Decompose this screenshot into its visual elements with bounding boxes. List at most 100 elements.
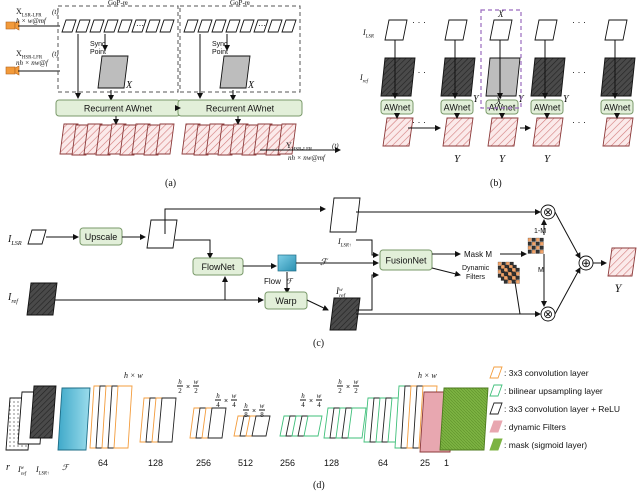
- c-warped-to-fusion: [356, 272, 379, 311]
- c-lsr-to-fusion: [356, 239, 379, 258]
- dynamic-filter-cell: [503, 275, 508, 280]
- b-ellipsis: · · ·: [412, 17, 426, 27]
- d-frac-4-x: ×: [224, 398, 228, 405]
- lsr-frame: [159, 19, 175, 33]
- lsr-frame: [61, 19, 77, 33]
- b-output-frame: [442, 117, 474, 147]
- dynamic-filter-cell: [515, 279, 520, 284]
- d-frac-4b-w-num: w: [317, 392, 322, 400]
- d-frac-8-x: ×: [252, 408, 256, 415]
- d-frac-8-w-den: 8: [260, 411, 264, 419]
- b-lsr-frame: [444, 19, 468, 41]
- d-ilsr-label: ILSR↑: [35, 465, 49, 476]
- d-r-label: r: [6, 462, 10, 473]
- legend-swatch: [489, 402, 503, 415]
- d-frac-4-h-den: 4: [216, 401, 220, 409]
- camera-lens-icon: [14, 65, 20, 76]
- b-lsr-frame: [604, 19, 628, 41]
- d-frac-8-w-num: w: [260, 402, 265, 410]
- d-frac-4b-h-den: 4: [301, 401, 305, 409]
- b-ellipsis: · · ·: [572, 17, 586, 27]
- hsr-key-frame: [219, 55, 251, 89]
- b-lsr-frame: [489, 19, 513, 41]
- b-ref-frame: [600, 57, 636, 97]
- d-channel-label: 128: [324, 458, 339, 468]
- lsr-input-t: (t): [52, 8, 59, 16]
- mask-cell: [535, 245, 540, 250]
- sync-label: Sync: [90, 41, 106, 48]
- d-channel-label: 256: [196, 458, 211, 468]
- b-awnet-box-label: AWnet: [384, 103, 411, 113]
- output-label: YHSR-LFR: [286, 141, 313, 152]
- output-frame: [155, 123, 175, 155]
- b-ref-frame: [440, 57, 476, 97]
- d-layer-frame: [251, 415, 271, 437]
- flow-icon: [277, 254, 297, 272]
- b-ilsr-label: ILSR: [362, 28, 374, 39]
- b-output-frame: [602, 117, 634, 147]
- d-layer-frame: [113, 385, 133, 449]
- b-ellipsis: · · ·: [412, 117, 426, 127]
- d-channel-label: 64: [98, 458, 108, 468]
- d-input-flow: [57, 387, 91, 451]
- sync-label: Sync: [212, 41, 228, 48]
- m-label: M: [538, 267, 544, 274]
- mask-cell: [539, 237, 544, 242]
- panel-a-caption: (a): [165, 178, 176, 189]
- legend-item: : 3x3 convolution layer: [504, 368, 589, 378]
- b-y-side-label: Y: [473, 94, 480, 105]
- b-awnet-box-label: AWnet: [444, 103, 471, 113]
- mask-cell: [535, 241, 540, 246]
- c-ref-frame: [26, 282, 58, 316]
- gop-label: GoP-m: [108, 0, 128, 7]
- c-top-line: [164, 206, 326, 234]
- output-t: (t): [332, 142, 339, 150]
- lsr-frame: [183, 19, 199, 33]
- dynamic-label: Dynamic: [462, 265, 490, 272]
- fusionnet-box-label: FusionNet: [385, 256, 427, 266]
- d-frac-2b-h-den: 2: [338, 387, 342, 395]
- dynamic-filter-cell: [511, 271, 516, 276]
- c-ilsr-up-label: ILSR↑: [337, 237, 351, 248]
- dynamic-filter-cell: [507, 275, 512, 280]
- c-to-dyn: [431, 267, 461, 277]
- lsr-size-label: h × w@mf: [16, 17, 47, 25]
- b-awnet-box-label: AWnet: [604, 103, 631, 113]
- sync-point-label: Point: [212, 49, 228, 56]
- legend-item: : 3x3 convolution layer + ReLU: [504, 404, 620, 414]
- c-lsr-up-frame: [329, 197, 361, 233]
- mask-cell: [527, 237, 532, 242]
- lsr-frame: [267, 19, 283, 33]
- camera-icon: [5, 66, 16, 75]
- d-frac-4-h-num: h: [216, 392, 220, 400]
- b-y-label: Y: [499, 153, 507, 165]
- camera-icon: [5, 21, 16, 30]
- b-iref-label: Iref: [359, 73, 369, 84]
- c-dyn-to-warp-mul: [514, 281, 521, 315]
- lsr-frame: [197, 19, 213, 33]
- filters-label: Filters: [466, 274, 486, 281]
- d-layer-frame: [207, 407, 227, 439]
- d-frac-4-w-num: w: [232, 392, 237, 400]
- c-script-f: ℱ: [320, 257, 329, 267]
- c-output-frame: [607, 247, 637, 277]
- lsr-frame: [131, 19, 147, 33]
- c-y-label: Y: [615, 281, 623, 295]
- output-size: nh × nw@mf: [288, 154, 326, 162]
- b-highlight-box: [480, 9, 522, 109]
- mask-cell: [535, 249, 540, 254]
- dynamic-filter-cell: [503, 267, 508, 272]
- d-channel-label: 256: [280, 458, 295, 468]
- mask-cell: [527, 245, 532, 250]
- dynamic-filter-cell: [497, 261, 502, 266]
- b-output-frame: [532, 117, 564, 147]
- d-frac-2b-h-num: h: [338, 378, 342, 386]
- d-frac-2b-w-den: 2: [354, 387, 358, 395]
- recurrent-awnet-box-label: Recurrent AWnet: [206, 104, 275, 114]
- hsr-input-t: (t): [52, 50, 59, 58]
- d-layer-frame: [157, 397, 177, 443]
- d-channel-label: 512: [238, 458, 253, 468]
- mask-cell: [527, 249, 532, 254]
